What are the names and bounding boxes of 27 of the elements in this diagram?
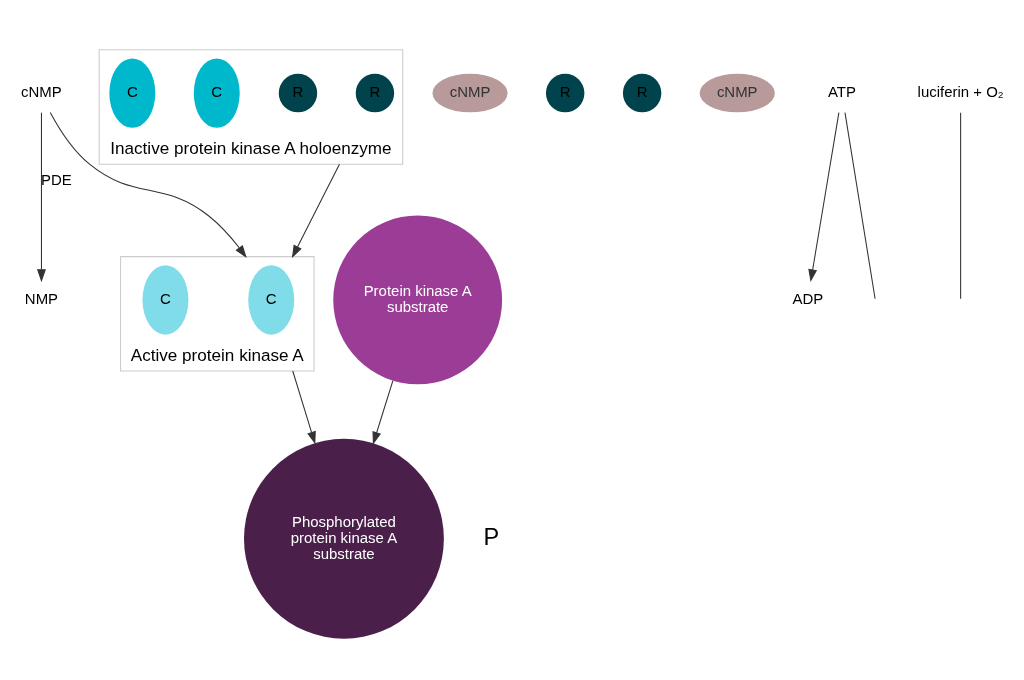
node-text: NMP [24, 289, 59, 307]
arrow [36, 112, 46, 283]
node-circle: R [545, 73, 585, 113]
node-label: P [483, 523, 500, 550]
node-ellipse: C [248, 265, 295, 335]
node-ellipse: cNMP [432, 73, 508, 113]
connector [960, 112, 962, 300]
arrow [292, 370, 316, 445]
arrow [49, 111, 247, 258]
node-text: luciferin + O₂ [917, 83, 1004, 101]
node-circle: Phosphorylated protein kinase A substrate [244, 438, 444, 639]
node-circle: R [278, 73, 318, 113]
node-circle: R [355, 73, 395, 113]
node-ellipse: C [109, 58, 156, 128]
node-ellipse: cNMP [699, 73, 775, 113]
arrow [808, 112, 840, 283]
arrow [372, 380, 394, 445]
connector [844, 112, 876, 300]
node-text: ATP [827, 83, 856, 101]
node-circle: R [622, 73, 662, 113]
node-ellipse: C [142, 265, 189, 335]
node-text: ADP [792, 289, 824, 307]
node-ellipse: C [193, 58, 240, 128]
node-text: cNMP [21, 83, 62, 101]
arrow [291, 163, 340, 259]
node-circle: Protein kinase A substrate [333, 215, 503, 385]
edge-label: PDE [41, 170, 72, 188]
